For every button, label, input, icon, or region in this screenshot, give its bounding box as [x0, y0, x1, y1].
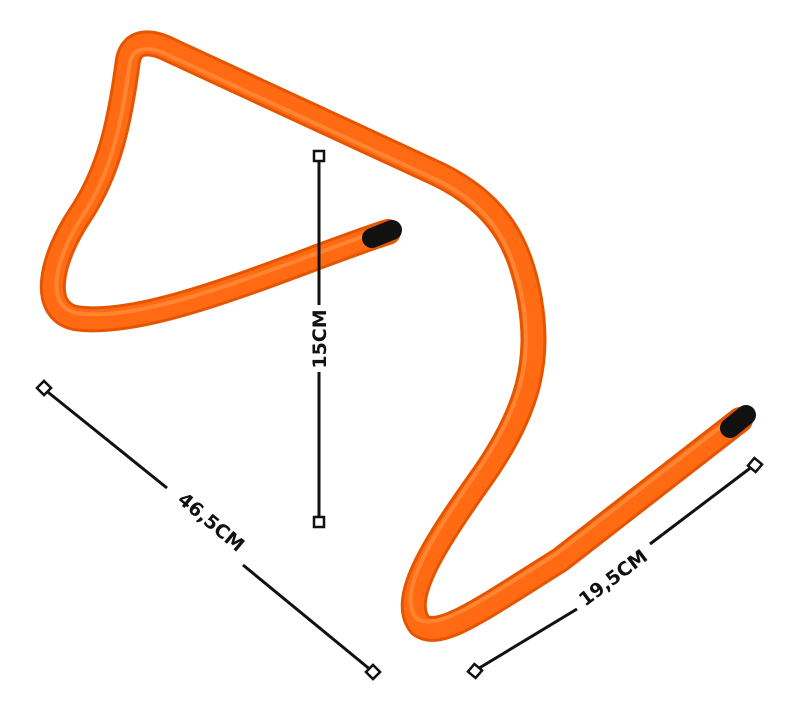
hurdle-tube	[42, 33, 750, 639]
length-line-upper	[43, 387, 168, 490]
height-label: 15CM	[309, 309, 331, 368]
length-line-lower	[242, 563, 373, 673]
foot-line-upper	[649, 464, 754, 546]
end-cap-left	[362, 220, 402, 248]
height-dimension: 15CM	[309, 149, 331, 529]
hurdle-icon	[39, 30, 756, 642]
length-endpoint-top	[35, 379, 53, 397]
foot-endpoint-left	[466, 662, 484, 680]
height-endpoint-bottom	[312, 515, 326, 529]
length-label: 46,5CM	[173, 488, 248, 556]
height-endpoint-top	[312, 149, 326, 163]
foot-line-lower	[475, 607, 578, 672]
foot-endpoint-right	[746, 456, 764, 474]
length-endpoint-bottom	[364, 663, 382, 681]
hurdle-tube-highlight	[54, 47, 738, 624]
hurdle-tube-shadow	[39, 30, 753, 642]
end-cap-right	[720, 405, 756, 438]
length-dimension: 46,5CM	[35, 379, 382, 681]
foot-dimension: 19,5CM	[466, 456, 764, 680]
